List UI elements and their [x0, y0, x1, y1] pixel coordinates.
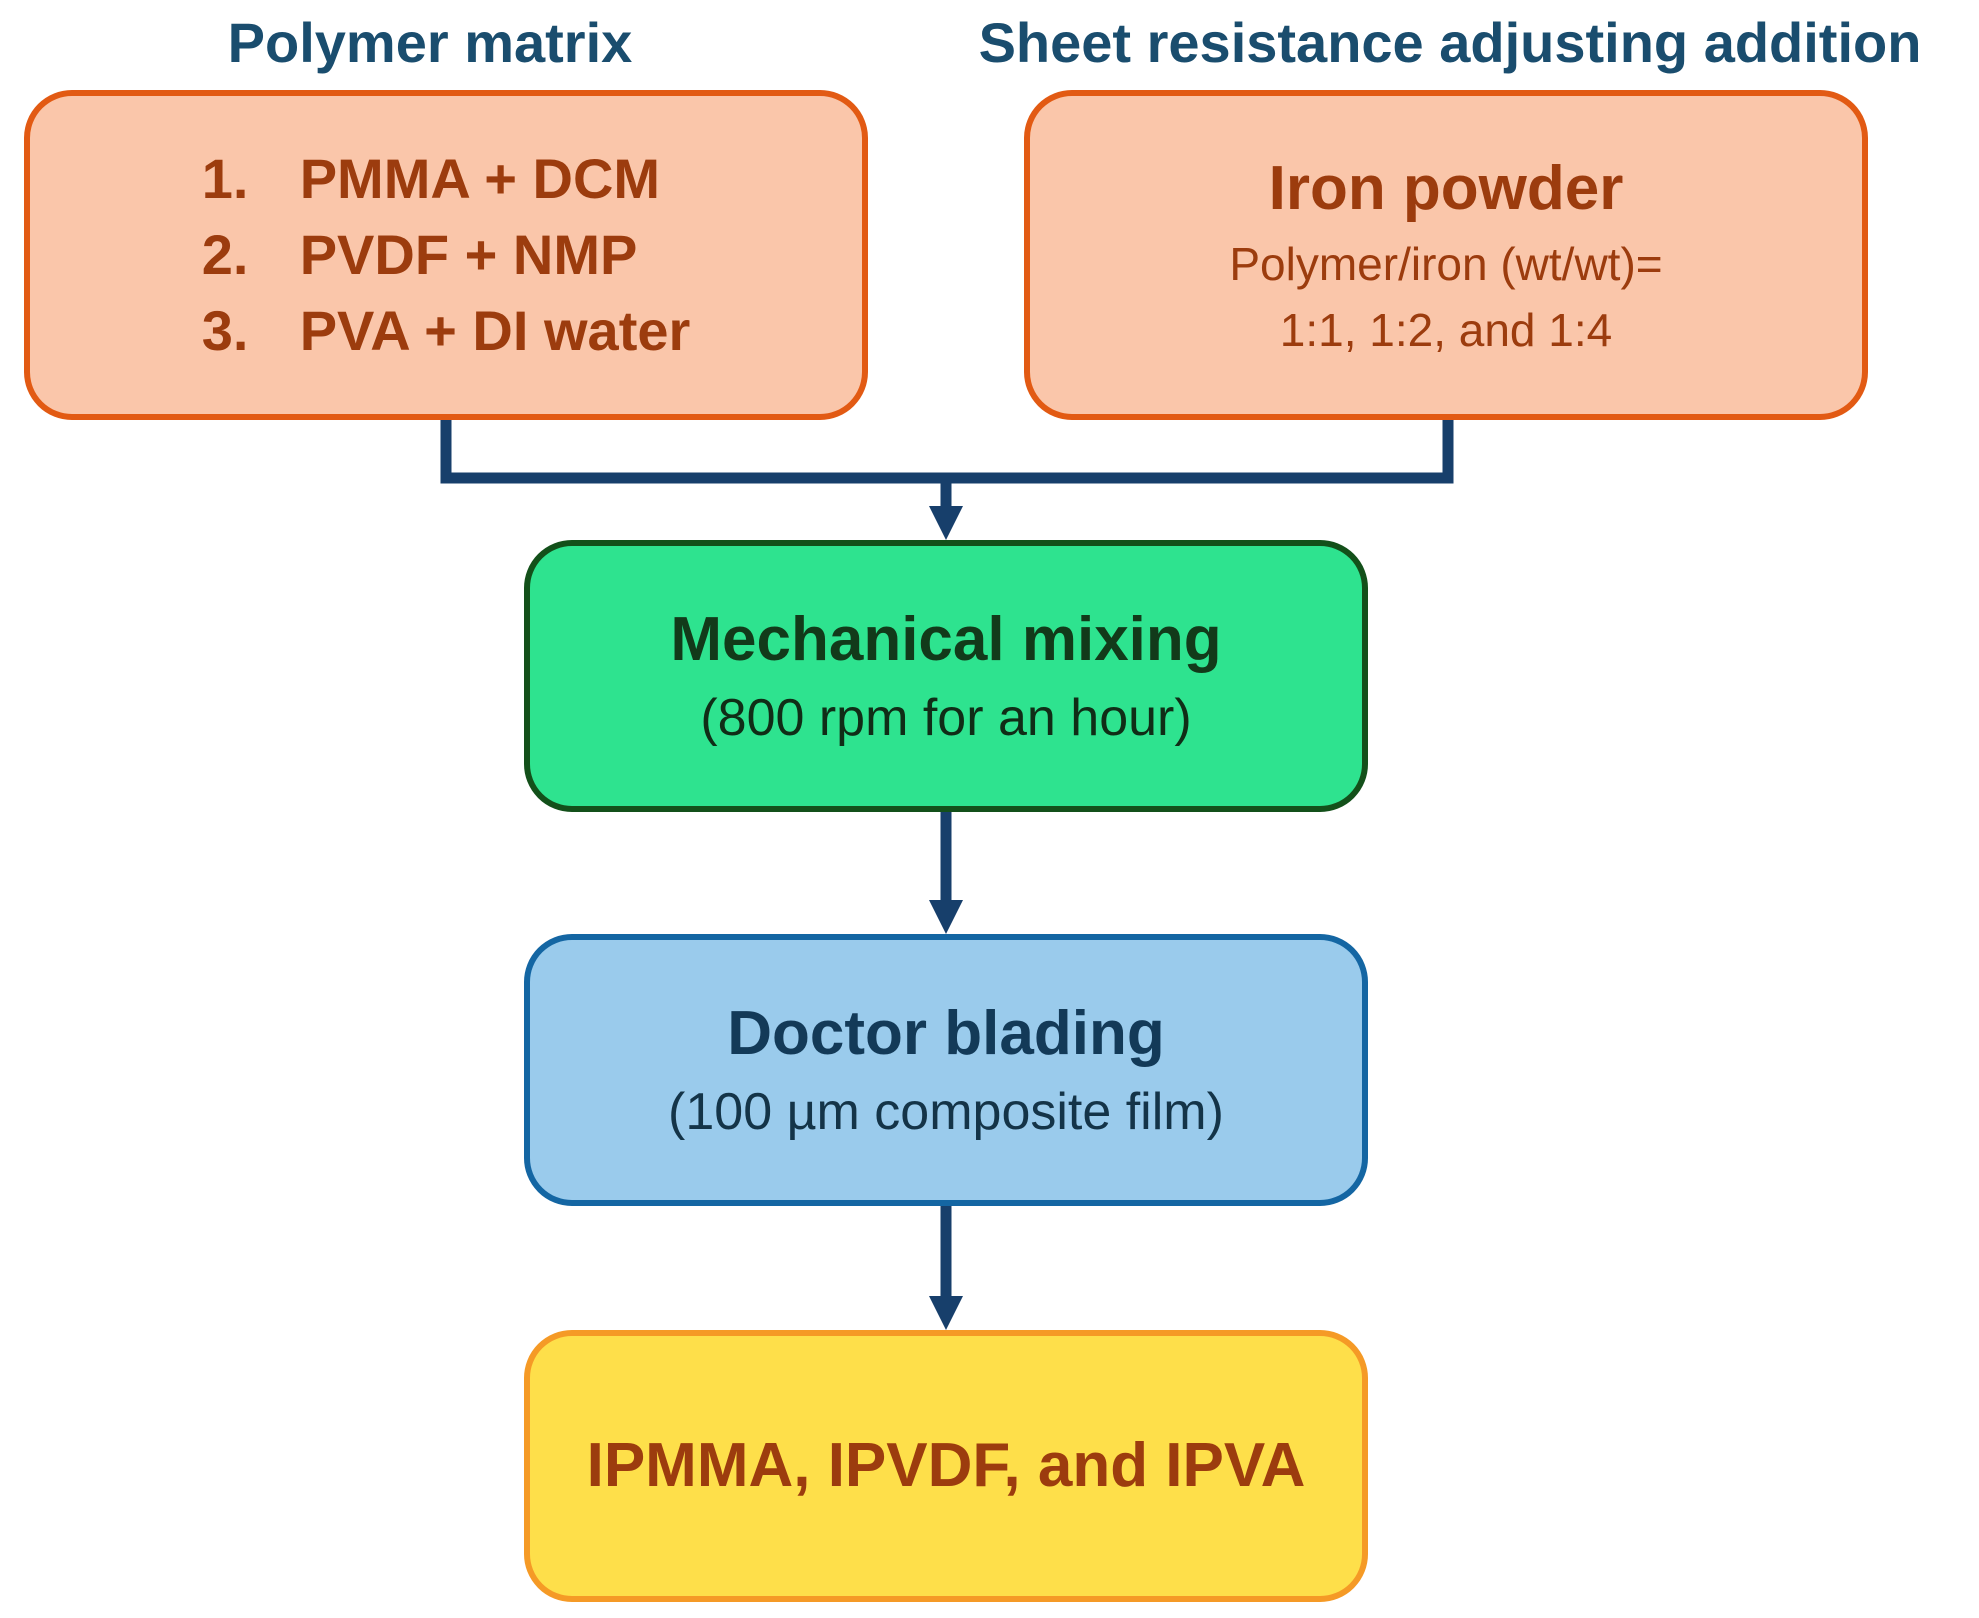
list-text: PVA + DI water — [299, 299, 691, 362]
list-text: PVDF + NMP — [299, 223, 638, 286]
iron-ratio-values: 1:1, 1:2, and 1:4 — [1279, 304, 1613, 356]
arrow-head-to-blading — [929, 900, 963, 934]
polymer-matrix-heading: Polymer matrix — [227, 11, 633, 74]
result-box: IPMMA, IPVDF, and IPVA — [524, 1330, 1368, 1602]
list-number: 3. — [201, 299, 249, 362]
doctor-blading-box: Doctor blading (100 µm composite film) — [524, 934, 1368, 1206]
polymer-matrix-box: 1. PMMA + DCM 2. PVDF + NMP 3. PVA + DI wat… — [24, 90, 868, 420]
polymer-list-item: 2. PVDF + NMP — [202, 217, 691, 293]
doctor-blading-detail: (100 µm composite film) — [668, 1083, 1224, 1141]
polymer-list: 1. PMMA + DCM 2. PVDF + NMP 3. PVA + DI wat… — [202, 141, 691, 369]
iron-ratio-label: Polymer/iron (wt/wt)= — [1229, 238, 1663, 290]
polymer-list-item: 1. PMMA + DCM — [202, 141, 691, 217]
mechanical-mixing-box: Mechanical mixing (800 rpm for an hour) — [524, 540, 1368, 812]
list-number: 2. — [201, 223, 249, 286]
doctor-blading-title: Doctor blading — [727, 999, 1165, 1068]
arrow-head-to-mixing — [929, 506, 963, 540]
iron-powder-title: Iron powder — [1268, 154, 1624, 223]
result-title: IPMMA, IPVDF, and IPVA — [586, 1431, 1306, 1500]
arrow-head-to-result — [929, 1296, 963, 1330]
polymer-list-item: 3. PVA + DI water — [202, 293, 691, 369]
sheet-resistance-heading: Sheet resistance adjusting addition — [978, 11, 1922, 74]
mechanical-mixing-title: Mechanical mixing — [670, 605, 1222, 674]
iron-powder-box: Iron powder Polymer/iron (wt/wt)= 1:1, 1… — [1024, 90, 1868, 420]
list-number: 1. — [201, 147, 249, 210]
mechanical-mixing-detail: (800 rpm for an hour) — [700, 689, 1192, 747]
list-text: PMMA + DCM — [299, 147, 661, 210]
merge-connector — [440, 420, 1454, 484]
